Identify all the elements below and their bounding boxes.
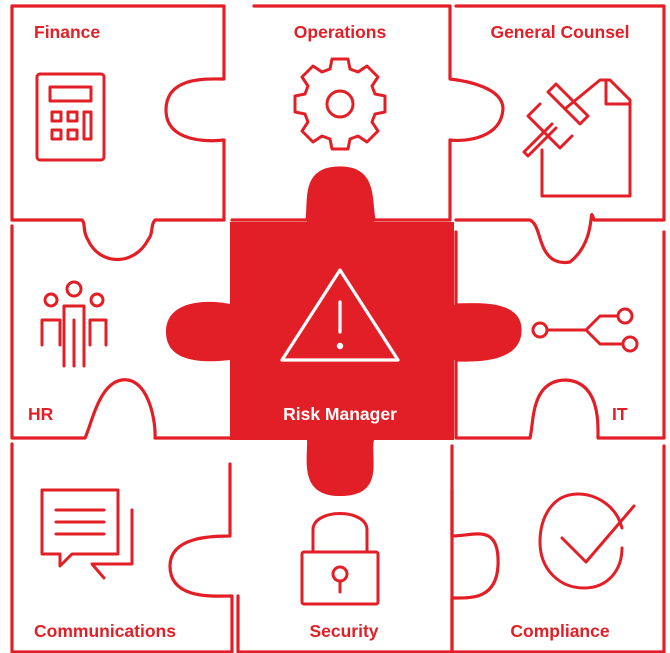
warning-triangle-icon: [280, 268, 400, 362]
checkmark-circle-icon: [538, 492, 636, 590]
share-network-icon: [531, 307, 639, 353]
general-counsel-piece: [454, 4, 666, 264]
compliance-piece: [450, 444, 666, 653]
gear-icon: [293, 57, 387, 151]
communications-piece: [10, 442, 234, 653]
compliance-label: Compliance: [510, 621, 609, 641]
hr-label: HR: [28, 404, 54, 424]
risk-manager-piece: [166, 168, 520, 496]
padlock-icon: [300, 512, 380, 606]
finance-piece: [10, 4, 226, 262]
risk-manager-label: Risk Manager: [283, 404, 397, 424]
calculator-icon: [35, 72, 106, 162]
security-label: Security: [309, 621, 378, 641]
hr-piece: [10, 224, 232, 440]
finance-label: Finance: [34, 22, 100, 42]
chat-bubble-icon: [40, 488, 134, 580]
communications-label: Communications: [34, 621, 176, 641]
general-counsel-label: General Counsel: [490, 22, 629, 42]
people-icon: [40, 280, 108, 368]
it-label: IT: [612, 404, 628, 424]
gavel-document-icon: [522, 78, 632, 198]
operations-label: Operations: [294, 22, 387, 42]
